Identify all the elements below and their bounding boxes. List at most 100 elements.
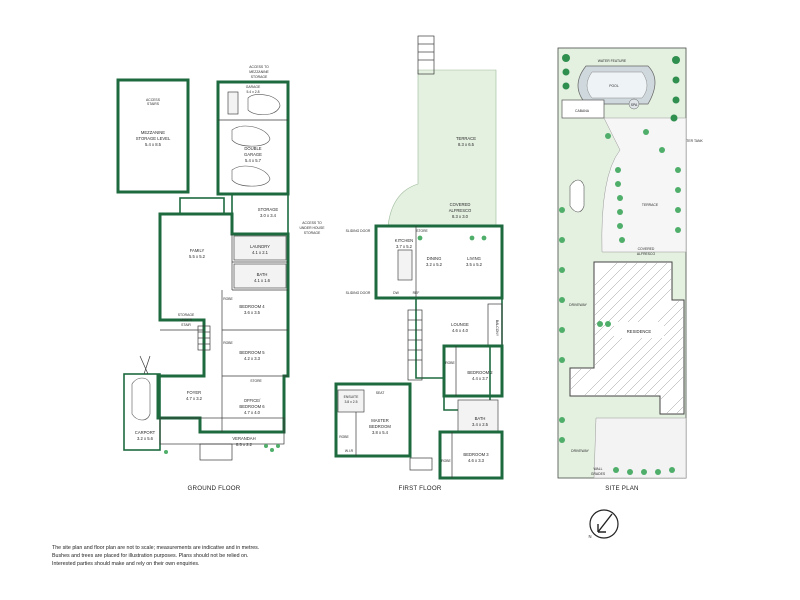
- first-floor-plan: TERRACE 8.3 x 6.5 COVERED ALFRESCO 8.3 x…: [334, 35, 504, 492]
- access-stairs-label: ACCESS: [146, 98, 161, 102]
- living-label: LIVING: [467, 256, 481, 261]
- robe-label: ROBE: [223, 341, 233, 345]
- bedroom-3-dimensions: 4.6 x 3.3: [468, 458, 485, 463]
- master-bedroom-label: MASTER: [371, 418, 388, 423]
- lounge-dimensions: 4.6 x 4.0: [452, 328, 469, 333]
- lounge-outline: [415, 297, 503, 411]
- bedroom-2-outline: [442, 344, 504, 398]
- compass-north-label: N: [588, 534, 591, 539]
- covered-alfresco-dimensions: 8.3 x 3.0: [452, 214, 469, 219]
- driveway-label: DRIVEWAY: [569, 303, 587, 307]
- storage-under-stair-label: STORAGE: [178, 313, 195, 317]
- residence-label: RESIDENCE: [627, 329, 652, 334]
- master-bedroom-dimensions: 3.8 x 5.4: [372, 430, 389, 435]
- dw-label: DW: [393, 291, 399, 295]
- bath-dimensions: 3.4 x 2.5: [472, 422, 489, 427]
- water-feature-label: WATER FEATURE: [598, 59, 627, 63]
- master-bedroom-label-2: BEDROOM: [369, 424, 391, 429]
- robe-label: ROBE: [223, 297, 233, 301]
- carport-label: CARPORT: [135, 430, 156, 435]
- ground-floor-plan: ACCESS STAIRS MEZZANINE STORAGE LEVEL 5.…: [116, 65, 325, 492]
- site-plan-caption: SITE PLAN: [605, 485, 638, 492]
- bath-label: BATH: [257, 272, 268, 277]
- garage-label: GARAGE: [246, 85, 261, 89]
- covered-alfresco-label: COVERED: [450, 202, 471, 207]
- store-label: STORE: [250, 379, 262, 383]
- wir-label: W.I.R: [345, 449, 354, 453]
- bedroom-5-dimensions: 4.2 x 3.3: [244, 356, 261, 361]
- verandah-label: VERANDAH: [232, 436, 255, 441]
- foyer-dimensions: 4.7 x 3.2: [186, 396, 203, 401]
- kitchen-dimensions: 3.7 x 5.2: [396, 244, 413, 249]
- robe-label: ROBE: [339, 435, 349, 439]
- family-label: FAMILY: [190, 248, 205, 253]
- bedroom-5-label: BEDROOM 5: [239, 350, 265, 355]
- storage-under-stair-label-2: UNDER: [180, 318, 193, 322]
- wall-label-2: GRADES: [591, 472, 606, 476]
- foyer-label: FOYER: [187, 390, 201, 395]
- under-house-label: ACCESS TO: [302, 221, 322, 225]
- lounge-label: LOUNGE: [451, 322, 469, 327]
- under-house-label-3: STORAGE: [304, 231, 321, 235]
- access-mezzanine-label: ACCESS TO: [249, 65, 269, 69]
- first-floor-caption: FIRST FLOOR: [399, 485, 442, 492]
- ensuite-room: [337, 389, 365, 413]
- bath-label: BATH: [475, 416, 486, 421]
- bedroom-2-dimensions: 4.4 x 3.7: [472, 376, 489, 381]
- bath-dimensions: 4.1 x 1.6: [254, 278, 271, 283]
- car-icon: [569, 179, 585, 213]
- first-bath-room: [457, 399, 499, 433]
- family-dimensions: 5.5 x 5.2: [189, 254, 206, 259]
- dining-dimensions: 3.2 x 5.2: [426, 262, 443, 267]
- under-house-label-2: UNDER HOUSE: [299, 226, 325, 230]
- car-icon: [231, 125, 271, 147]
- site-alfresco-label: ALFRESCO: [637, 252, 656, 256]
- bedroom-2-label: BEDROOM 2: [467, 370, 493, 375]
- bedroom-3-label: BEDROOM 3: [463, 452, 489, 457]
- office-dimensions: 4.7 x 4.0: [244, 410, 261, 415]
- site-covered-label: COVERED: [638, 247, 655, 251]
- spa-label: SPA: [631, 103, 638, 107]
- terrace-area: [387, 69, 497, 227]
- double-garage-label-2: GARAGE: [244, 152, 262, 157]
- robe-label: ROBE: [441, 459, 451, 463]
- store-label: STORE: [416, 229, 428, 233]
- laundry-room: [233, 235, 287, 261]
- disclaimer-line: The site plan and floor plan are not to …: [52, 545, 260, 551]
- carport-outline: [123, 373, 161, 451]
- terrace-label: TERRACE: [456, 136, 476, 141]
- storage-under-stair-label-3: STAIR: [181, 323, 191, 327]
- car-icon: [247, 94, 281, 115]
- car-icon: [231, 165, 271, 187]
- wall-label: WALL: [593, 467, 602, 471]
- terrace-dimensions: 8.3 x 6.5: [458, 142, 475, 147]
- disclaimer-line: Interested parties should make and rely …: [52, 561, 200, 567]
- access-stairs-label-2: STAIRS: [147, 102, 160, 106]
- bedroom-3-outline: [438, 430, 504, 480]
- cabana-outline: [561, 99, 605, 119]
- covered-alfresco-label-2: ALFRESCO: [449, 208, 472, 213]
- mezzanine-dimensions: 5.4 x 8.5: [145, 142, 162, 147]
- access-mezzanine-label-3: STORAGE: [251, 75, 268, 79]
- office-label: OFFICE/: [244, 398, 261, 403]
- storage-label: STORAGE: [258, 207, 279, 212]
- mezzanine-storage-outline: [116, 78, 190, 194]
- ground-stairs: [197, 325, 211, 351]
- sliding-door-label: SLIDING DOOR: [346, 291, 371, 295]
- site-trees: [559, 54, 681, 475]
- verandah-dimensions: 8.5 x 2.2: [236, 442, 253, 447]
- first-floor-stairs: [407, 309, 423, 381]
- compass-icon: N: [588, 509, 619, 539]
- carport-dimensions: 3.2 x 5.6: [137, 436, 154, 441]
- laundry-label: LAUNDRY: [250, 244, 270, 249]
- seat-label: SEAT: [376, 391, 385, 395]
- site-terrace-label: TERRACE: [642, 203, 659, 207]
- bedroom-4-dimensions: 3.6 x 3.5: [244, 310, 261, 315]
- storage-dimensions: 3.0 x 3.4: [260, 213, 277, 218]
- disclaimer-note: The site plan and floor plan are not to …: [52, 544, 312, 568]
- disclaimer-line: Bushes and trees are placed for illustra…: [52, 553, 249, 559]
- sliding-door-label: SLIDING DOOR: [346, 229, 371, 233]
- living-dimensions: 3.5 x 5.2: [466, 262, 483, 267]
- balcony-label: BALCONY: [495, 320, 499, 337]
